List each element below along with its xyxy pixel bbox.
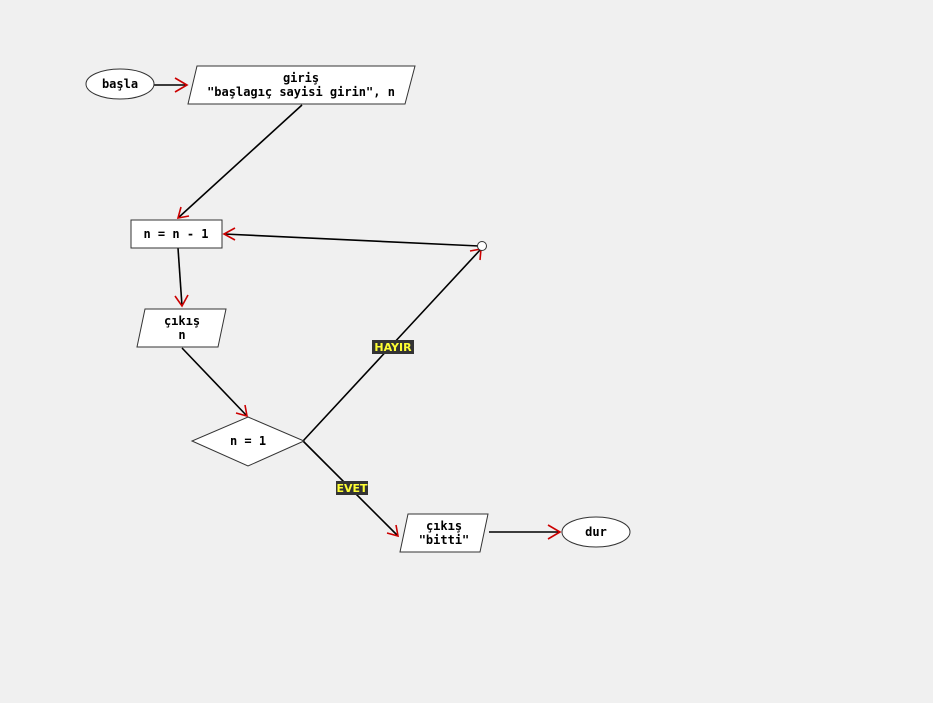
edge-output-n-to-decision [181,347,249,418]
edge-label-hayir-text: HAYIR [374,341,412,354]
node-input[interactable]: giriş "başlagıç sayisi girin", n [187,65,416,105]
node-input-line-2: "başlagıç sayisi girin", n [207,85,395,99]
edge-junction-to-process [222,227,480,247]
node-end-label: dur [585,525,607,539]
edge-output-done-to-end [489,524,562,540]
node-output-n[interactable]: çıkış n [136,308,227,348]
node-output-done-line-1: çıkış [426,519,462,533]
edge-label-hayir: HAYIR [372,340,414,354]
node-decision[interactable]: n = 1 [190,416,306,467]
node-output-done[interactable]: çıkış "bitti" [399,513,489,553]
node-start-label: başla [102,77,138,91]
edge-label-evet-text: EVET [336,482,368,495]
node-input-line-1: giriş [283,71,319,85]
node-end[interactable]: dur [561,516,631,548]
node-process[interactable]: n = n - 1 [130,219,223,249]
node-process-label: n = n - 1 [143,227,208,241]
edge-process-to-output-n [174,247,189,308]
edge-start-to-input [154,77,189,93]
node-output-n-line-2: n [178,328,185,342]
edge-label-evet: EVET [336,481,368,495]
loop-junction[interactable] [477,241,487,251]
node-decision-label: n = 1 [230,434,266,448]
node-start[interactable]: başla [85,68,155,100]
node-output-n-line-1: çıkış [164,314,200,328]
node-output-done-line-2: "bitti" [419,533,470,547]
edge-input-to-process [176,104,303,220]
